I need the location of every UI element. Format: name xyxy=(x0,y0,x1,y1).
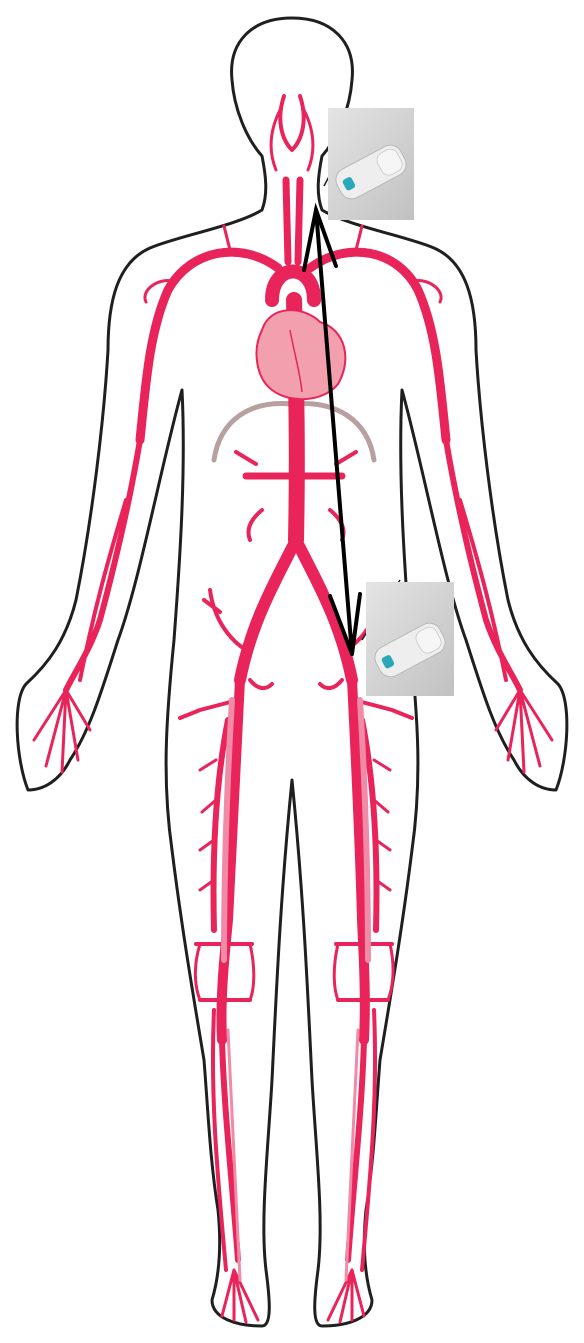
probe-groin xyxy=(362,580,454,696)
probe-neck xyxy=(324,108,414,220)
body-outline xyxy=(17,18,567,1326)
